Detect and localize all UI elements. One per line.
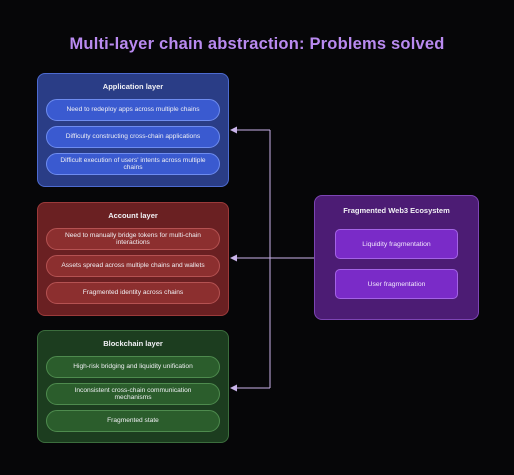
- ecosystem-title: Fragmented Web3 Ecosystem: [343, 206, 450, 215]
- blockchain-layer: Blockchain layer High-risk bridging and …: [37, 330, 229, 443]
- diagram-title: Multi-layer chain abstraction: Problems …: [69, 35, 445, 53]
- account-layer: Account layer Need to manually bridge to…: [37, 202, 229, 316]
- blockchain-layer-title: Blockchain layer: [103, 339, 163, 348]
- application-layer: Application layer Need to redeploy apps …: [37, 73, 229, 187]
- application-layer-title: Application layer: [102, 82, 164, 91]
- connector-trunk: [269, 130, 314, 388]
- ecosystem-item: Liquidity fragmentation: [335, 229, 458, 259]
- blockchain-problem: Fragmented state: [46, 410, 220, 432]
- blockchain-problem: High-risk bridging and liquidity unifica…: [46, 356, 220, 378]
- blockchain-problem: Inconsistent cross-chain communication m…: [46, 383, 220, 405]
- ecosystem-box: Fragmented Web3 Ecosystem Liquidity frag…: [314, 195, 479, 320]
- application-problem: Difficult execution of users' intents ac…: [46, 153, 220, 175]
- account-problem: Need to manually bridge tokens for multi…: [46, 228, 220, 250]
- account-problem: Fragmented identity across chains: [46, 282, 220, 304]
- ecosystem-item: User fragmentation: [335, 269, 458, 299]
- application-problem: Need to redeploy apps across multiple ch…: [46, 99, 220, 121]
- account-problem: Assets spread across multiple chains and…: [46, 255, 220, 277]
- application-problem: Difficulty constructing cross-chain appl…: [46, 126, 220, 148]
- account-layer-title: Account layer: [108, 211, 158, 220]
